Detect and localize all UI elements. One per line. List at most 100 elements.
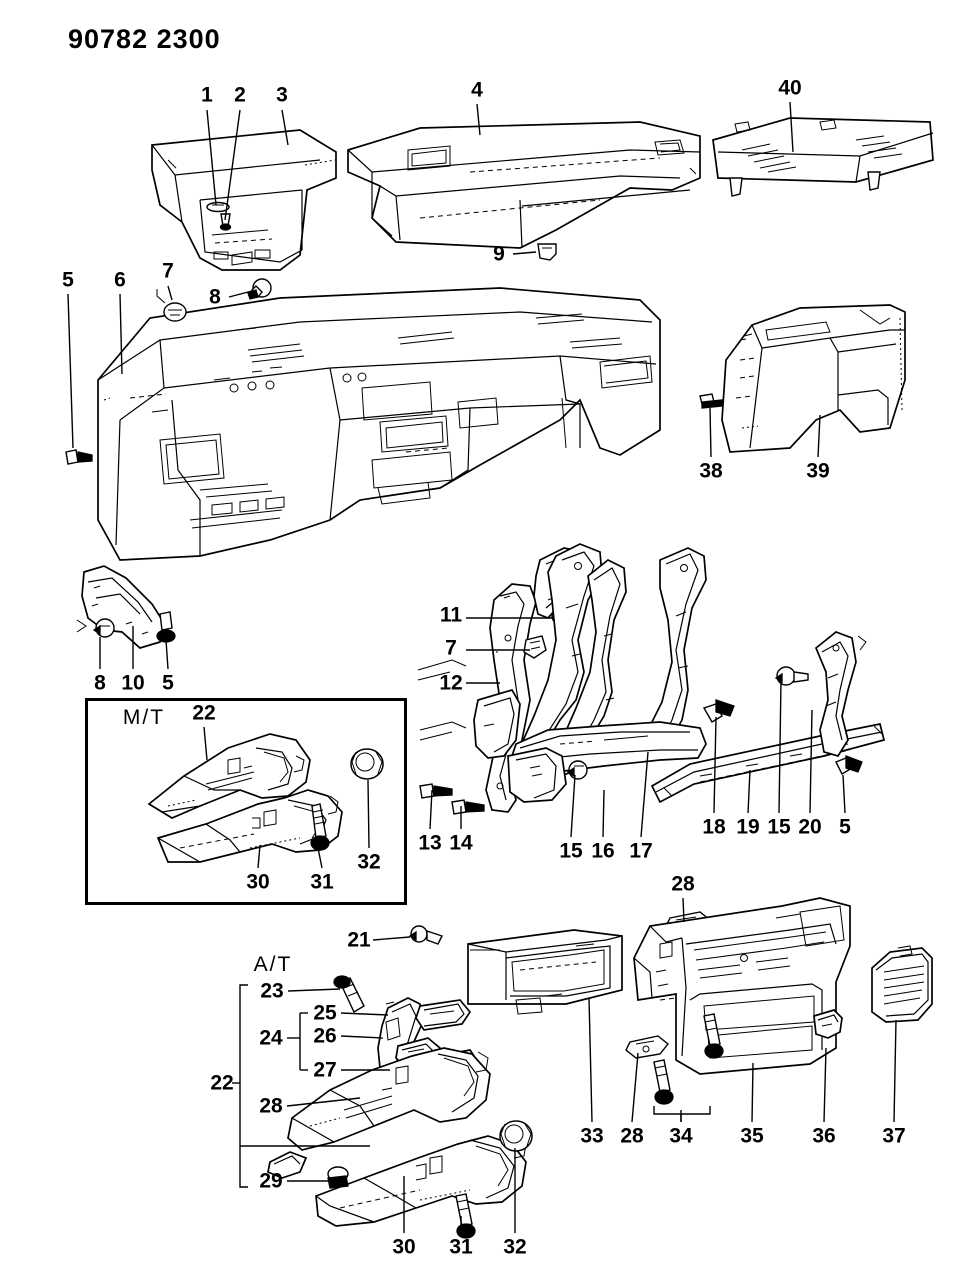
fastener-18 (702, 699, 735, 723)
callout-leader-lines (67, 101, 897, 1233)
part-15-bracket-a (511, 543, 603, 792)
callout-number-28: 28 (259, 1094, 283, 1118)
callout-number-3: 3 (276, 83, 288, 107)
leader-line-36 (823, 1047, 827, 1123)
callout-number-22: 22 (192, 701, 216, 725)
part-28-at-upper-cover (267, 1047, 491, 1179)
part-4-dash-pad (347, 121, 701, 249)
fastener-7 (156, 289, 187, 322)
leader-line-20 (809, 709, 813, 814)
callout-number-18: 18 (702, 815, 726, 839)
leader-line-28 (286, 1097, 361, 1107)
leader-line-18 (713, 716, 717, 814)
callout-number-1: 1 (201, 83, 213, 107)
callout-number-33: 33 (580, 1124, 604, 1148)
part-30-at-lower-cover (315, 1135, 527, 1227)
fastener-14 (451, 799, 485, 815)
fastener-34-a (703, 1013, 724, 1059)
at-group-label: A/T (253, 953, 293, 976)
callout-number-31: 31 (449, 1235, 473, 1259)
callout-number-7: 7 (445, 636, 457, 660)
leader-line-28 (682, 897, 685, 923)
part-32-at-bushing (499, 1120, 533, 1152)
callout-number-15: 15 (559, 839, 583, 863)
leader-line-33 (588, 997, 593, 1123)
callout-number-5: 5 (162, 671, 174, 695)
callout-number-32: 32 (503, 1235, 527, 1259)
callout-number-12: 12 (439, 671, 463, 695)
leader-line-37 (893, 1019, 897, 1123)
fastener-31-at (455, 1193, 476, 1239)
mt-group-label: M/T (122, 706, 166, 729)
part-25-26-27-tilt-lever (377, 997, 480, 1081)
callout-number-6: 6 (114, 268, 126, 292)
callout-number-22: 22 (210, 1071, 234, 1095)
leader-line-1 (206, 109, 217, 206)
part-17-bracket-c (643, 547, 707, 762)
callout-number-27: 27 (313, 1058, 337, 1082)
fastener-38 (699, 393, 723, 409)
fastener-28-top (665, 911, 711, 935)
leader-line-4 (476, 103, 481, 136)
callout-number-23: 23 (260, 979, 284, 1003)
fastener-5-right (835, 755, 863, 775)
leader-line-8 (228, 290, 253, 298)
fastener-34-b (653, 1059, 674, 1105)
callout-number-13: 13 (418, 831, 442, 855)
callout-number-19: 19 (736, 815, 760, 839)
leader-line-5 (842, 774, 846, 814)
callout-number-4: 4 (471, 78, 483, 102)
part-12-left-bracket (485, 583, 537, 813)
fastener-1 (206, 201, 230, 213)
fastener-28-lower (625, 1035, 669, 1059)
callout-number-26: 26 (313, 1024, 337, 1048)
leader-line-6 (119, 293, 123, 375)
part-36-clip (813, 1009, 843, 1039)
callout-number-20: 20 (798, 815, 822, 839)
callout-number-5: 5 (62, 268, 74, 292)
callout-number-17: 17 (629, 839, 653, 863)
callout-number-28: 28 (671, 872, 695, 896)
fastener-9 (537, 243, 557, 261)
leader-line-3 (281, 109, 289, 146)
leader-line-7 (167, 285, 173, 301)
callout-number-30: 30 (392, 1235, 416, 1259)
fastener-11 (550, 607, 581, 625)
callout-number-8: 8 (209, 285, 221, 309)
part-39-knee-bolster (721, 304, 906, 453)
callout-number-16: 16 (591, 839, 615, 863)
leader-line-28 (631, 1052, 639, 1123)
callout-number-28: 28 (620, 1124, 644, 1148)
callout-number-38: 38 (699, 459, 723, 483)
callout-number-2: 2 (234, 83, 246, 107)
bracket-22-at (232, 984, 248, 1188)
callout-number-40: 40 (778, 76, 802, 100)
leader-line-19 (747, 769, 751, 814)
part-upper-left-pad (151, 129, 337, 271)
leader-line-13 (429, 789, 433, 830)
page-title: 90782 2300 (68, 24, 221, 54)
callout-number-24: 24 (259, 1026, 283, 1050)
leader-line-2 (224, 109, 241, 221)
part-33-storage-tray (467, 929, 623, 1015)
callout-number-14: 14 (449, 831, 473, 855)
fastener-5-bracket (156, 611, 176, 643)
part-40-grille-cover (712, 117, 934, 197)
leader-line-23 (287, 988, 341, 992)
leader-line-25 (340, 1012, 389, 1016)
leader-line-40 (789, 101, 794, 153)
callout-number-39: 39 (806, 459, 830, 483)
callout-number-34: 34 (669, 1124, 693, 1148)
fastener-21 (408, 925, 443, 945)
part-37-side-vent (871, 945, 933, 1023)
leader-line-39 (817, 414, 821, 458)
part-35-center-bezel (633, 897, 851, 1075)
callout-number-35: 35 (740, 1124, 764, 1148)
callout-number-25: 25 (313, 1001, 337, 1025)
callout-number-8: 8 (94, 671, 106, 695)
fastener-7-bracket (523, 635, 547, 659)
callout-number-31: 31 (310, 870, 334, 894)
callout-number-10: 10 (121, 671, 145, 695)
